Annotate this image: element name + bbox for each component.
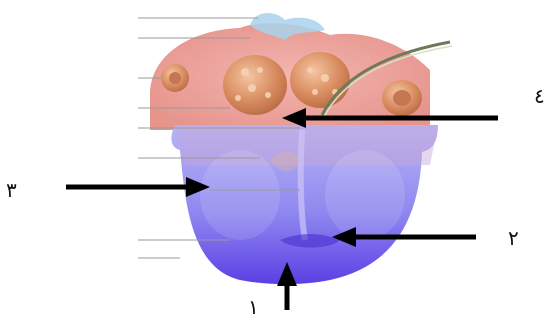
label-three: ٣ xyxy=(6,180,17,200)
pharynx-tissue xyxy=(150,13,430,130)
label-one: ١ xyxy=(248,297,259,317)
arrow-3 xyxy=(66,177,210,197)
label-four: ٤ xyxy=(534,86,545,106)
label-two: ٢ xyxy=(508,228,519,248)
tongue xyxy=(171,125,438,284)
arrow-2 xyxy=(332,227,476,247)
